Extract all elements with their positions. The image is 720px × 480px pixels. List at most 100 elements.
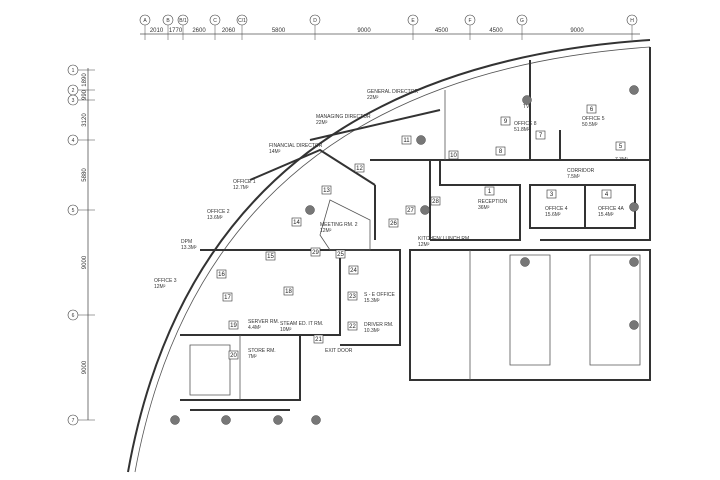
column xyxy=(629,320,639,330)
tv-label: TV xyxy=(523,104,530,110)
room-number-box xyxy=(228,320,239,330)
room-name: S - E OFFICE xyxy=(364,292,396,298)
column xyxy=(416,135,426,145)
walls xyxy=(180,47,651,411)
room-number-box xyxy=(310,247,321,257)
column xyxy=(420,205,430,215)
room-area: 10.3m² xyxy=(364,328,380,334)
room-number-box xyxy=(546,189,557,199)
dimension-label: 9000 xyxy=(82,360,88,374)
room-number: 25 xyxy=(337,252,344,258)
column xyxy=(629,85,639,95)
room-number: 9 xyxy=(504,119,508,125)
exit-door-label: EXIT DOOR xyxy=(325,348,353,354)
room-number-box xyxy=(430,196,441,206)
curved-facade-outer xyxy=(127,39,651,473)
room-area: 4.4m² xyxy=(248,325,261,331)
room-number: 18 xyxy=(285,289,292,295)
grid-marker-label: A xyxy=(143,18,147,24)
room-name: DRIVER RM. xyxy=(364,322,393,328)
room-number: 13 xyxy=(323,188,330,194)
column xyxy=(629,202,639,212)
column xyxy=(273,415,283,425)
room-number-box xyxy=(291,217,302,227)
room-number: 17 xyxy=(224,295,231,301)
dimension-label: 1770 xyxy=(169,28,183,34)
room-area: 12.7m² xyxy=(233,185,249,191)
room-number: 21 xyxy=(315,337,322,343)
room-name: STORE RM. xyxy=(248,348,276,354)
room-number-box xyxy=(535,130,546,140)
room-number: 24 xyxy=(350,268,357,274)
room-number-box xyxy=(265,251,276,261)
room-number-box xyxy=(216,269,227,279)
grid-marker-label: 5 xyxy=(72,208,75,214)
grid-marker-label: D xyxy=(313,18,317,24)
room-number: 3 xyxy=(550,192,554,198)
room-area: 15.3m² xyxy=(364,298,380,304)
room-name: RECEPTION xyxy=(478,199,508,205)
room-number-box xyxy=(228,350,239,360)
room-number: 4 xyxy=(605,192,609,198)
room-number-box xyxy=(222,292,233,302)
room-area: 15.6m² xyxy=(545,212,561,218)
dimension-label: 2010 xyxy=(150,28,164,34)
kitchen-area: 12m² xyxy=(418,242,430,248)
room-name: OFFICE 3 xyxy=(154,278,177,284)
room-name: GENERAL DIRECTOR xyxy=(367,89,419,95)
room-number: 10 xyxy=(450,153,457,159)
room-number-box xyxy=(388,218,399,228)
room-name: FINANCIAL DIRECTOR xyxy=(269,143,323,149)
room-area: 15.4m² xyxy=(598,212,614,218)
room-area: 13.6m² xyxy=(207,215,223,221)
grid-marker-label: 7 xyxy=(72,418,75,424)
dimension-label: 9000 xyxy=(357,28,371,34)
grid-marker-label: E xyxy=(411,18,415,24)
structural-columns xyxy=(170,85,639,425)
grid-marker-label: 4 xyxy=(72,138,75,144)
room-area: 12m² xyxy=(320,228,332,234)
room-name: OFFICE 4 xyxy=(545,206,568,212)
room-number-box xyxy=(586,104,597,114)
room-number-box xyxy=(348,265,359,275)
room-number: 29 xyxy=(312,250,319,256)
column xyxy=(629,257,639,267)
room-name: OFFICE 4A xyxy=(598,206,625,212)
grid-marker-label: B xyxy=(166,18,170,24)
grid-marker-label: C/1 xyxy=(238,18,246,24)
room-number: 19 xyxy=(230,323,237,329)
dimension-label: 9000 xyxy=(570,28,584,34)
room-number: 15 xyxy=(267,254,274,260)
room-name: OFFICE 8 xyxy=(514,121,537,127)
room-number-box xyxy=(601,189,612,199)
room-number-box xyxy=(347,321,358,331)
room-number: 28 xyxy=(432,199,439,205)
room-area: 13.3m² xyxy=(181,245,197,251)
room-number-box xyxy=(405,205,416,215)
room-number: 6 xyxy=(590,107,594,113)
grid-marker-label: 2 xyxy=(72,88,75,94)
room-name: STEAM ED. IT RM. xyxy=(280,321,323,327)
room-area: 36m² xyxy=(478,205,490,211)
dimension-label: 3120 xyxy=(82,113,88,127)
dimension-label: 4500 xyxy=(435,28,449,34)
curved-facade-inner xyxy=(134,46,651,473)
room-number: 14 xyxy=(293,220,300,226)
room-name: MEETING RM. 2 xyxy=(320,222,358,228)
room-number-box xyxy=(354,163,365,173)
corridor-area: 7.5m² xyxy=(567,174,580,180)
room-area: 22m² xyxy=(367,95,379,101)
room-name: OFFICE 5 xyxy=(582,116,605,122)
column xyxy=(522,95,532,105)
room-number-box xyxy=(484,186,495,196)
room-number-box xyxy=(347,291,358,301)
room-number-box xyxy=(313,334,324,344)
dimension-label: 5800 xyxy=(272,28,286,34)
room-number: 1 xyxy=(488,189,492,195)
room-name: OFFICE 2 xyxy=(207,209,230,215)
room-number: 22 xyxy=(349,324,356,330)
room-name: MANAGING DIRECTOR xyxy=(316,114,371,120)
room-area: 10m² xyxy=(280,327,292,333)
